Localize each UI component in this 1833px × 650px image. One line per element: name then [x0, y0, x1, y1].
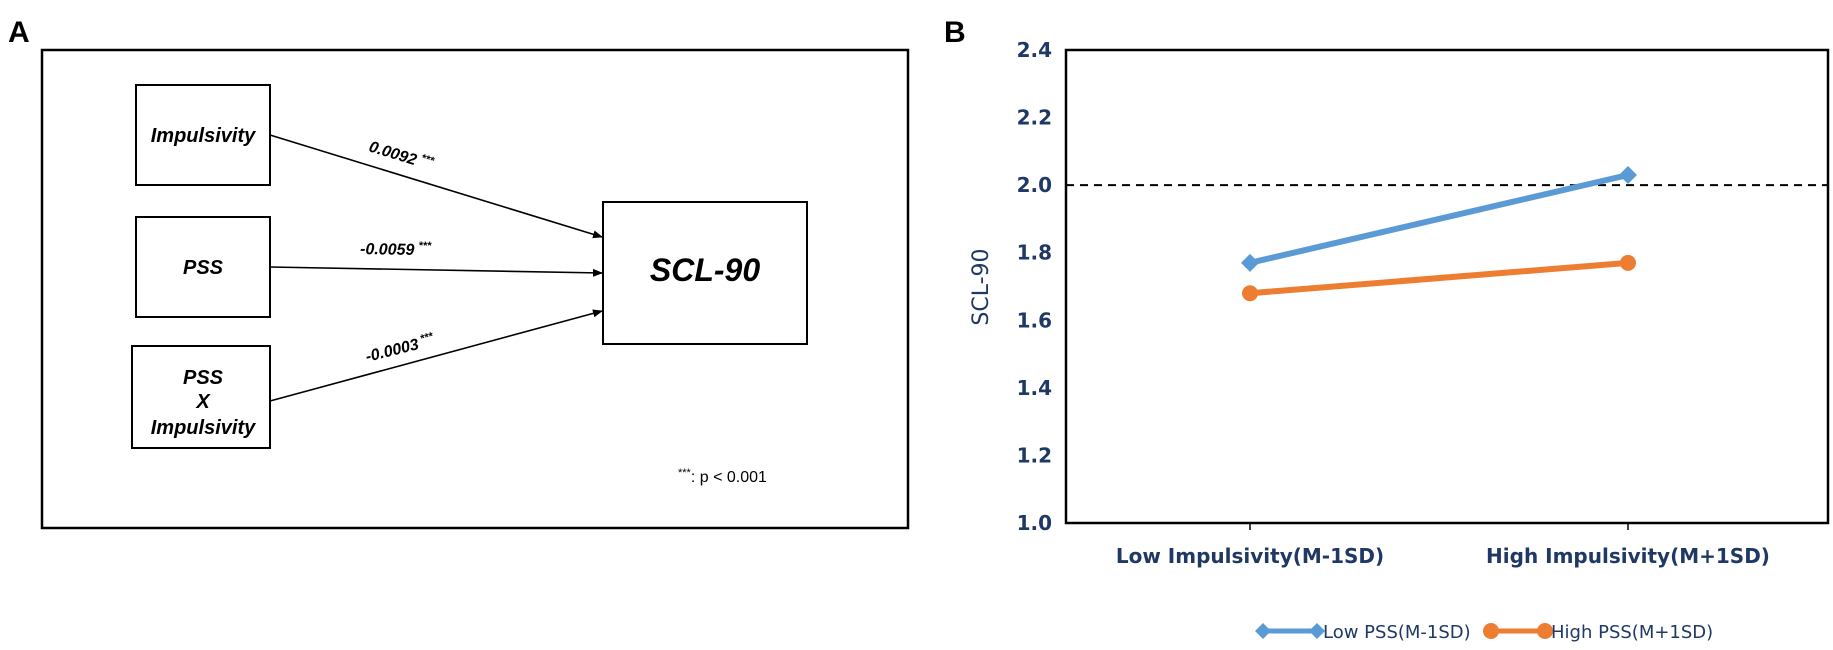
series-line	[1247, 259, 1631, 297]
interaction-node: PSS X Impulsivity	[131, 345, 271, 449]
impulsivity-label: Impulsivity	[151, 125, 256, 147]
y-tick-label: 1.8	[1017, 241, 1052, 265]
panel-b: B 1.0 1.2 1.4 1.6 1.8 2.0 2.2 2.4 Low Impulsivi…	[944, 16, 1830, 643]
outcome-node: SCL-90	[602, 201, 808, 345]
series-1	[1241, 166, 1637, 272]
x-axis: Low Impulsivity(M-1SD) High Impulsivity(M…	[1116, 523, 1770, 568]
panel-a-frame	[40, 48, 910, 530]
plot-area-frame	[1064, 48, 1830, 525]
impulsivity-node: Impulsivity	[135, 84, 271, 186]
legend-swatch-marker	[1309, 623, 1325, 639]
series-point	[1241, 253, 1259, 272]
significance-note: ***: p < 0.001	[678, 467, 767, 486]
arrow-impulsivity-to-outcome	[269, 134, 603, 239]
x-tick-label: High Impulsivity(M+1SD)	[1486, 544, 1770, 568]
impulsivity-box	[135, 84, 271, 186]
y-tick-label: 1.6	[1017, 308, 1052, 332]
y-axis-label: SCL-90	[969, 248, 994, 325]
y-tick-label: 2.0	[1017, 173, 1052, 197]
interaction-box	[131, 345, 271, 449]
y-axis: 1.0 1.2 1.4 1.6 1.8 2.0 2.2 2.4	[1017, 38, 1052, 535]
y-tick-label: 2.2	[1017, 106, 1052, 130]
legend-label: High PSS(M+1SD)	[1551, 622, 1713, 643]
legend: Low PSS(M-1SD) High PSS(M+1SD)	[1255, 622, 1713, 643]
pss-label: PSS	[183, 257, 224, 279]
y-tick-label: 1.4	[1017, 376, 1052, 400]
interaction-label-line3: Impulsivity	[151, 417, 256, 439]
series-line	[1247, 172, 1631, 266]
coef-interaction-group: -0.0003***	[363, 330, 436, 366]
series-2	[1242, 254, 1636, 302]
y-tick-label: 1.2	[1017, 443, 1052, 467]
legend-label: Low PSS(M-1SD)	[1323, 622, 1471, 643]
series-point	[1242, 285, 1258, 302]
panel-a: A Impulsivity PSS PSS X Impulsivity SCL-…	[8, 16, 910, 530]
series-point	[1619, 166, 1637, 185]
interaction-label-line1: PSS	[183, 367, 224, 389]
series-layer	[1241, 166, 1637, 302]
series-point	[1620, 254, 1636, 271]
coef-pss: -0.0059***	[360, 239, 432, 259]
y-tick-label: 2.4	[1017, 38, 1052, 62]
outcome-label: SCL-90	[650, 252, 760, 288]
interaction-label-line2: X	[195, 391, 211, 413]
panel-a-letter: A	[8, 16, 30, 49]
pss-box	[135, 216, 271, 318]
arrow-interaction-to-outcome	[269, 309, 603, 402]
legend-swatch-marker	[1255, 623, 1271, 639]
x-tick-label: Low Impulsivity(M-1SD)	[1116, 544, 1384, 568]
outcome-box	[602, 201, 808, 345]
legend-swatch-marker	[1483, 623, 1499, 639]
coef-interaction: -0.0003***	[363, 330, 436, 366]
panel-b-letter: B	[944, 16, 966, 49]
coef-pss-group: -0.0059***	[360, 239, 432, 259]
y-tick-label: 1.0	[1017, 511, 1052, 535]
arrow-pss-to-outcome	[269, 266, 603, 277]
legend-swatch-marker	[1537, 623, 1553, 639]
pss-node: PSS	[135, 216, 271, 318]
